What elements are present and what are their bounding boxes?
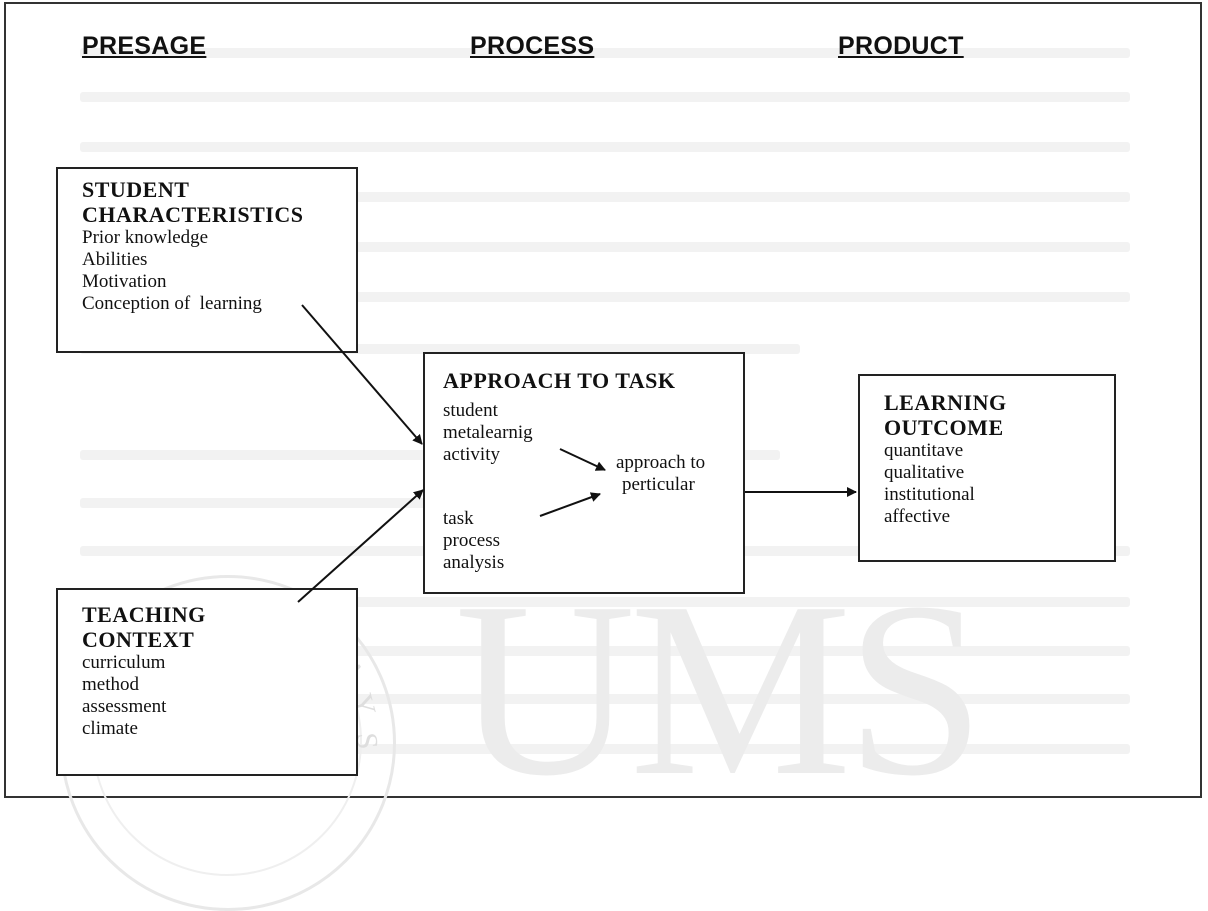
approach-student-text: student metalearnig activity	[443, 400, 533, 466]
list-item: curriculum	[82, 652, 166, 673]
text-line: student	[443, 400, 498, 421]
watermark-text: UMS	[455, 551, 985, 828]
background-text-line	[80, 142, 1130, 152]
background-text-line	[80, 192, 1130, 202]
background-text-line	[80, 48, 1130, 58]
list-item: assessment	[82, 696, 167, 717]
text-line: analysis	[443, 552, 505, 573]
list-item: Abilities	[82, 249, 148, 270]
approach-to-task-box: APPROACH TO TASK	[423, 352, 745, 594]
approach-result-text: approach to perticular	[616, 452, 705, 496]
text-line: activity	[443, 444, 500, 465]
text-line: perticular	[622, 474, 695, 495]
list-item: Conception of learning	[82, 293, 262, 314]
background-text-line	[80, 242, 1130, 252]
box-title: APPROACH TO TASK	[443, 368, 676, 393]
background-text-line	[80, 344, 800, 354]
background-text-line	[80, 292, 1130, 302]
heading-product: PRODUCT	[838, 32, 964, 60]
list-item: affective	[884, 506, 951, 527]
box-title: TEACHING	[82, 602, 206, 627]
student-characteristics-box: STUDENT CHARACTERISTICS Prior knowledge …	[56, 167, 358, 353]
list-item: quantitave	[884, 440, 964, 461]
background-text-line	[80, 744, 1130, 754]
box-title: CONTEXT	[82, 627, 195, 652]
list-item: method	[82, 674, 139, 695]
box-title: LEARNING	[884, 390, 1007, 415]
heading-process: PROCESS	[470, 32, 595, 60]
list-item: Motivation	[82, 271, 167, 292]
text-line: approach to	[616, 452, 706, 473]
list-item: institutional	[884, 484, 975, 505]
teaching-context-box: TEACHING CONTEXT curriculum method asses…	[56, 588, 358, 776]
text-line: metalearnig	[443, 422, 533, 443]
box-title: STUDENT	[82, 177, 190, 202]
heading-presage: PRESAGE	[82, 32, 207, 60]
text-line: process	[443, 530, 500, 551]
background-text-line	[80, 597, 1130, 607]
list-item: Prior knowledge	[82, 227, 209, 248]
list-item: qualitative	[884, 462, 965, 483]
background-text-line	[80, 694, 1130, 704]
text-line: task	[443, 508, 474, 529]
box-title: CHARACTERISTICS	[82, 202, 304, 227]
learning-outcome-box: LEARNING OUTCOME quantitave qualitative …	[858, 374, 1116, 562]
background-text-line	[80, 92, 1130, 102]
background-text-line	[80, 646, 1130, 656]
approach-task-text: task process analysis	[443, 508, 504, 574]
list-item: climate	[82, 718, 138, 739]
box-title: OUTCOME	[884, 415, 1004, 440]
background-text-line	[80, 498, 500, 508]
